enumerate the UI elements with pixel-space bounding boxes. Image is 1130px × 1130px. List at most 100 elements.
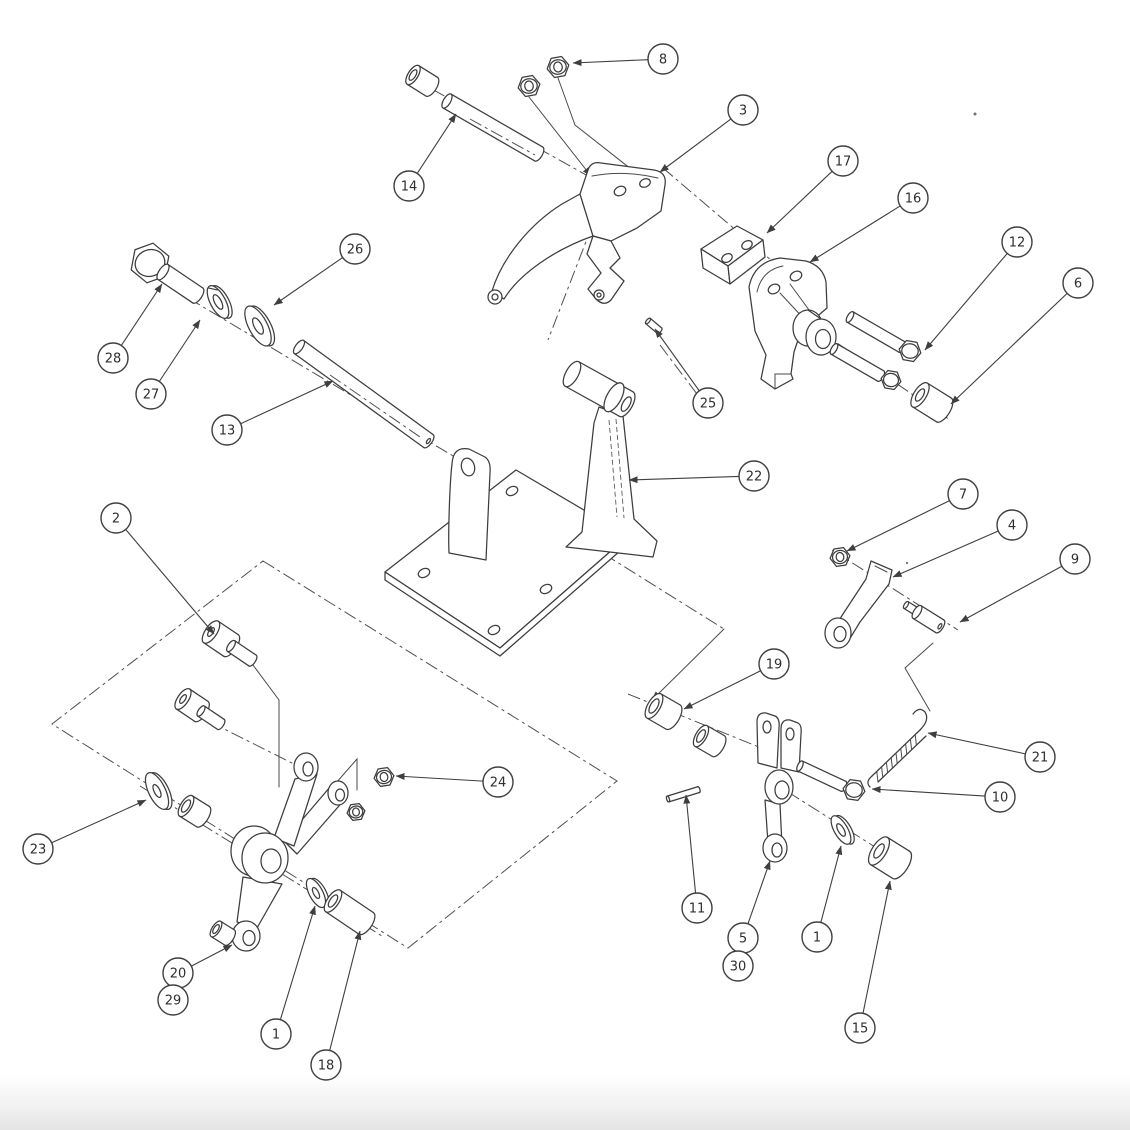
balloon-circle-19 <box>758 648 790 680</box>
part-spacer-block-17 <box>700 225 766 285</box>
part-rod-11 <box>665 786 701 803</box>
rod-centerlines <box>329 118 536 438</box>
balloon-number: 12 <box>1009 236 1026 251</box>
leader-line-17 <box>766 170 833 234</box>
balloon-circle-22 <box>738 460 770 492</box>
leader-line-21 <box>927 731 1026 755</box>
balloon-number: 2 <box>112 512 120 527</box>
bracket16-hole <box>767 283 781 295</box>
paper-speck <box>905 561 909 565</box>
part-cap-nut-6 <box>910 382 954 423</box>
part-mount-bracket-22 <box>384 406 658 657</box>
balloon-circle-7 <box>947 478 979 510</box>
part-lock-washer-27 <box>206 285 233 319</box>
callout-14: 14 <box>393 113 457 202</box>
block17-hole <box>721 252 733 264</box>
callout-29: 29 <box>157 984 189 1016</box>
clevis-ear-left-hole <box>762 720 772 734</box>
balloon-number: 30 <box>730 960 747 975</box>
routing-bolt2 <box>249 660 280 788</box>
part-bolt-12a-shank <box>845 311 907 353</box>
leader-line-13 <box>240 380 334 425</box>
callout-6: 6 <box>950 267 1094 405</box>
part-extension-spring-21 <box>867 708 928 788</box>
balloon-circle-8 <box>647 43 679 75</box>
lever4-boss-bore <box>833 625 847 643</box>
balloon-number: 14 <box>401 180 418 195</box>
leader-line-19 <box>683 670 761 710</box>
balloon-number: 4 <box>1008 519 1016 534</box>
part-release-lever-3 <box>487 162 666 305</box>
balloon-number: 29 <box>165 994 182 1009</box>
balloon-number: 18 <box>318 1059 335 1074</box>
balloon-circle-3 <box>727 94 759 126</box>
part-bolt-2b-shank <box>196 705 226 731</box>
bracket16-foot-step <box>774 373 792 390</box>
balloon-circle-30 <box>722 950 754 982</box>
paper-speck <box>973 112 977 116</box>
part-plug-bushing-14 <box>405 64 440 97</box>
callout-layer: 8317161261428272613252227491921101153011… <box>22 43 1094 1081</box>
axis-rod-14 <box>411 77 607 187</box>
balloon-circle-25 <box>692 387 724 419</box>
callout-9: 9 <box>959 543 1091 623</box>
upright-hidden-edge <box>608 419 618 518</box>
leader-line-7 <box>846 500 950 552</box>
callout-22: 22 <box>628 460 770 492</box>
balloon-circle-11 <box>681 892 713 924</box>
callout-11: 11 <box>681 794 713 924</box>
block17-side <box>727 239 766 285</box>
leader-line-10 <box>871 786 986 797</box>
axis-bolt28-washers-rod13 <box>167 285 481 473</box>
balloon-number: 5 <box>739 932 747 947</box>
lever3-blade <box>491 193 594 300</box>
lever3-clamp-top-edge <box>591 172 659 179</box>
leader-line-27 <box>158 319 201 382</box>
bracket16-hole <box>789 270 803 282</box>
leader-line-24 <box>395 773 484 782</box>
balloon-number: 22 <box>746 470 763 485</box>
balloon-number: 1 <box>813 931 821 946</box>
part-roll-pin-25 <box>644 317 663 335</box>
leader-line-20 <box>191 944 233 967</box>
leader-line-8 <box>572 59 649 67</box>
part-bushing-crank <box>177 794 212 828</box>
balloon-circle-18 <box>310 1049 342 1081</box>
leader-line-26 <box>273 257 343 306</box>
balloon-number: 9 <box>1071 553 1079 568</box>
part-bolt-28-shank <box>156 263 205 304</box>
callout-26: 26 <box>273 233 371 306</box>
leader-line-6 <box>950 292 1068 405</box>
balloon-circle-1 <box>801 921 833 953</box>
crank-web <box>236 876 283 929</box>
callout-18: 18 <box>310 930 362 1081</box>
part-bolt-12a-head <box>898 339 922 363</box>
balloon-number: 20 <box>170 967 187 982</box>
plate-hole <box>417 567 431 579</box>
routing-nut-24 <box>328 757 358 792</box>
part-bolt-12b-shank <box>829 343 886 382</box>
phantom-plane-outline <box>51 560 618 949</box>
routing-lines <box>249 77 934 792</box>
callout-13: 13 <box>211 380 334 446</box>
callout-19: 19 <box>683 648 790 710</box>
balloon-number: 25 <box>700 397 717 412</box>
balloon-number: 6 <box>1074 277 1082 292</box>
phantom-plate-to-bushing19 <box>603 553 725 630</box>
leader-line-14 <box>416 113 457 174</box>
balloon-circle-13 <box>211 414 243 446</box>
routing-pin9-spring <box>904 642 934 712</box>
balloon-circle-26 <box>339 233 371 265</box>
leader-line-28 <box>120 283 163 346</box>
part-flat-washer-23 <box>144 772 173 811</box>
balloon-number: 10 <box>992 791 1009 806</box>
callout-25: 25 <box>654 328 724 419</box>
part-hex-nut-24 <box>373 766 395 788</box>
plate-hole <box>487 624 501 636</box>
balloon-circle-10 <box>984 781 1016 813</box>
callout-17: 17 <box>766 145 859 234</box>
callout-24: 24 <box>395 766 514 798</box>
balloon-circle-27 <box>135 378 167 410</box>
balloon-number: 1 <box>272 1028 280 1043</box>
leader-line-1 <box>820 845 843 923</box>
